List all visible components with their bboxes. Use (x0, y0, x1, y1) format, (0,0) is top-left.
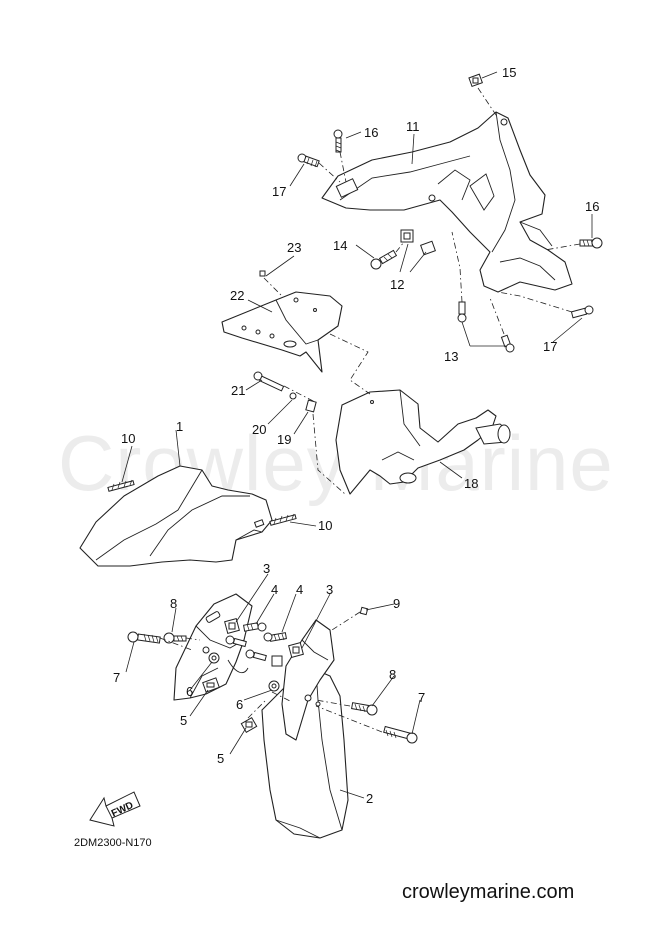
part-5-clip-left[interactable] (202, 677, 220, 693)
fwd-arrow-icon: FWD (89, 791, 141, 827)
callout-2: 2 (366, 791, 373, 806)
callout-8-left: 8 (170, 596, 177, 611)
part-11-rear-fender-upper[interactable] (321, 111, 573, 293)
part-4-bolt-left[interactable] (243, 622, 267, 632)
leader-lines (121, 71, 593, 799)
part-18-inner-fender[interactable] (335, 389, 511, 495)
part-3-nut-right[interactable] (288, 642, 304, 658)
callout-1: 1 (176, 419, 183, 434)
callout-9: 9 (393, 596, 400, 611)
callout-19: 19 (277, 432, 291, 447)
bracket-nut-inner[interactable] (271, 655, 283, 667)
callout-7-left: 7 (113, 670, 120, 685)
part-14-screw[interactable] (370, 249, 398, 270)
callout-16-upper: 16 (364, 125, 378, 140)
callouts: 1 2 3 3 4 4 5 5 6 6 7 7 8 8 9 10 10 11 1… (113, 65, 599, 806)
callout-23: 23 (287, 240, 301, 255)
part-6-grommet-right[interactable] (268, 680, 280, 692)
callout-21: 21 (231, 383, 245, 398)
callout-17-left: 17 (272, 184, 286, 199)
callout-8-right: 8 (389, 667, 396, 682)
part-8-bolt-right[interactable] (351, 702, 378, 716)
bracket-bolt-inner-a[interactable] (225, 635, 247, 648)
part-13-bolt-a[interactable] (457, 301, 467, 323)
part-12-clip-b[interactable] (420, 240, 436, 256)
part-19-nut[interactable] (305, 399, 317, 413)
part-10-strip-right[interactable] (269, 513, 297, 526)
site-url[interactable]: crowleymarine.com (402, 881, 574, 903)
part-20-washer[interactable] (289, 392, 297, 400)
callout-3-right: 3 (326, 582, 333, 597)
callout-11: 11 (406, 119, 420, 134)
part-7-bolt-left[interactable] (127, 631, 161, 644)
callout-5-lower: 5 (217, 751, 224, 766)
callout-6-left: 6 (186, 684, 193, 699)
callout-6-right: 6 (236, 697, 243, 712)
part-17-bolt-left[interactable] (297, 153, 320, 168)
callout-22: 22 (230, 288, 244, 303)
part-16-bolt-right[interactable] (579, 237, 603, 249)
callout-12: 12 (390, 277, 404, 292)
part-5-clip-lower[interactable] (240, 716, 258, 734)
part-17-bolt-right[interactable] (570, 305, 594, 319)
callout-10-right: 10 (318, 518, 332, 533)
part-22-shield[interactable] (221, 291, 343, 373)
part-4-bolt-right[interactable] (263, 632, 287, 642)
assembly-lines (159, 87, 581, 733)
callout-16-right: 16 (585, 199, 599, 214)
callout-18: 18 (464, 476, 478, 491)
part-21-bolt[interactable] (253, 371, 285, 392)
callout-14: 14 (333, 238, 347, 253)
part-6-grommet-left[interactable] (208, 652, 220, 664)
callout-3-left: 3 (263, 561, 270, 576)
part-12-clip-a[interactable] (400, 229, 414, 243)
part-8-bolt-left[interactable] (163, 632, 187, 644)
callout-20: 20 (252, 422, 266, 437)
part-10-strip-left[interactable] (107, 479, 135, 492)
callout-4-left: 4 (271, 582, 278, 597)
callout-7-right: 7 (418, 690, 425, 705)
part-15-nut[interactable] (468, 73, 483, 88)
callout-13: 13 (444, 349, 458, 364)
callout-17-right: 17 (543, 339, 557, 354)
part-9-screw[interactable] (359, 606, 369, 616)
part-3-nut-left[interactable] (224, 618, 240, 634)
part-23-screw[interactable] (259, 270, 266, 277)
callout-4-right: 4 (296, 582, 303, 597)
part-16-bolt-upper[interactable] (333, 129, 343, 153)
callout-5-left: 5 (180, 713, 187, 728)
cable-clamp[interactable] (227, 659, 249, 674)
part-1-front-fender[interactable] (79, 465, 273, 567)
part-13-bolt-b[interactable] (500, 334, 515, 353)
callout-15: 15 (502, 65, 516, 80)
callout-10-left: 10 (121, 431, 135, 446)
bracket-bolt-inner-b[interactable] (245, 649, 267, 662)
part-7-bolt-right[interactable] (383, 725, 418, 744)
drawing-code: 2DM2300-N170 (74, 837, 152, 849)
